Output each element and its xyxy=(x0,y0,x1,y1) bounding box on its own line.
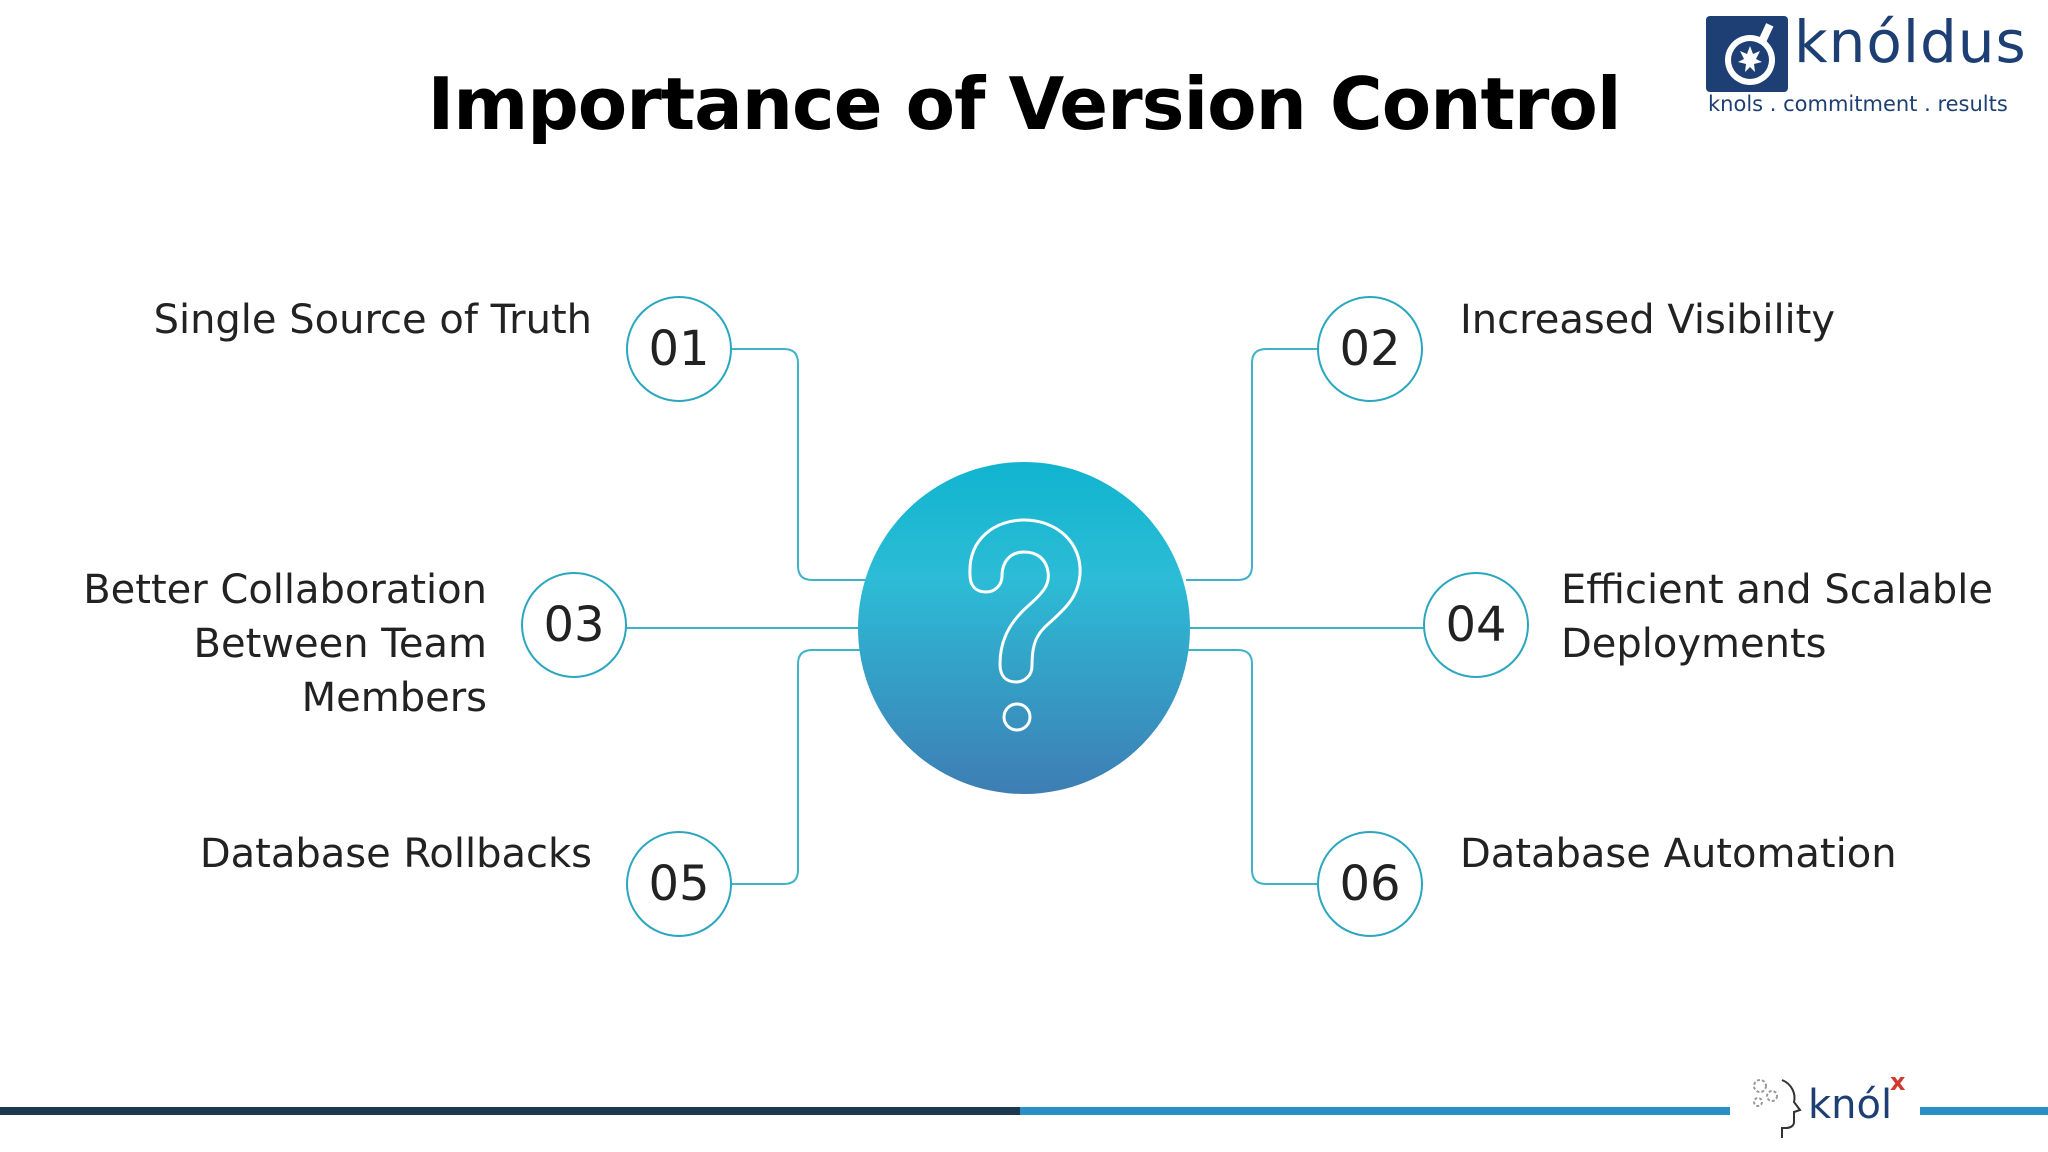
knolx-logo-text: knól xyxy=(1808,1082,1893,1128)
node-03-number: 03 xyxy=(543,597,605,653)
item-03-line-2: Between Team xyxy=(193,621,487,667)
item-05-label: Database Rollbacks xyxy=(200,827,592,881)
knolx-logo: knól x xyxy=(1730,1052,1920,1152)
node-01-number: 01 xyxy=(648,321,710,377)
maple-leaf-logo-icon xyxy=(1706,16,1788,92)
brand-tagline: knols . commitment . results xyxy=(1708,92,2008,116)
connectors xyxy=(626,348,1424,885)
node-04-number: 04 xyxy=(1445,597,1507,653)
item-04-line-1: Efficient and Scalable xyxy=(1561,567,1994,613)
node-06-number: 06 xyxy=(1339,856,1401,912)
slide-title: Importance of Version Control xyxy=(427,62,1621,146)
connector-06 xyxy=(1186,649,1318,885)
question-mark-icon xyxy=(968,518,1082,732)
item-06-line-1: Database Automation xyxy=(1460,831,1897,877)
item-04-label: Efficient and Scalable Deployments xyxy=(1561,563,1993,671)
node-02-circle xyxy=(1317,296,1423,402)
node-03-circle xyxy=(521,572,627,678)
item-02-line-1: Increased Visibility xyxy=(1460,297,1836,343)
node-04-circle xyxy=(1423,572,1529,678)
item-01-label: Single Source of Truth xyxy=(154,293,592,347)
connector-05 xyxy=(732,649,866,885)
node-01-circle xyxy=(626,296,732,402)
item-02-label: Increased Visibility xyxy=(1460,293,1835,347)
node-02-number: 02 xyxy=(1339,321,1401,377)
node-05-number: 05 xyxy=(648,856,710,912)
head-gears-logo-icon xyxy=(1753,1079,1802,1138)
brand-name: knóldus xyxy=(1794,8,2027,76)
item-04-line-2: Deployments xyxy=(1561,621,1827,667)
node-05-circle xyxy=(626,831,732,937)
connector-02 xyxy=(1186,348,1318,581)
footer-bar-light xyxy=(1020,1107,2048,1115)
item-03-line-3: Members xyxy=(301,675,487,721)
node-06-circle xyxy=(1317,831,1423,937)
item-05-line-1: Database Rollbacks xyxy=(199,831,592,877)
center-circle xyxy=(858,462,1190,794)
item-06-label: Database Automation xyxy=(1460,827,1897,881)
item-01-line-1: Single Source of Truth xyxy=(153,297,592,343)
item-03-line-1: Better Collaboration xyxy=(83,567,487,613)
item-03-label: Better Collaboration Between Team Member… xyxy=(83,563,487,725)
connector-01 xyxy=(732,348,866,581)
knolx-logo-sup: x xyxy=(1890,1068,1906,1096)
footer-bar-dark xyxy=(0,1107,1020,1115)
knoldus-logo: knóldus knols . commitment . results xyxy=(1706,8,2026,124)
